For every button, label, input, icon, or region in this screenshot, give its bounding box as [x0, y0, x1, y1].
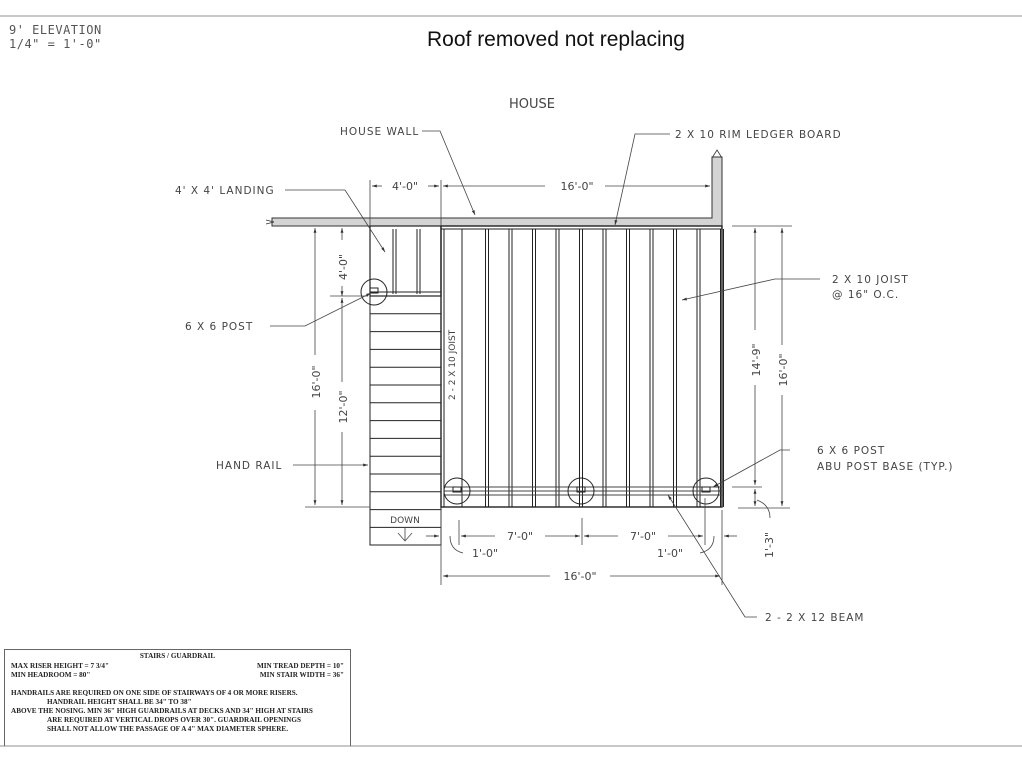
- posts: [360, 278, 720, 505]
- elevation-label: 9' ELEVATION: [9, 23, 102, 37]
- dim-right-total: 16'-0": [777, 353, 790, 386]
- dim-post-spacing-1: 7'-0": [507, 530, 533, 543]
- callout-hand-rail: HAND RAIL: [216, 460, 282, 472]
- dim-left-stair: 12'-0": [337, 390, 350, 423]
- callout-post-base-1: 6 X 6 POST: [817, 445, 885, 457]
- dim-left-total: 16'-0": [310, 365, 323, 398]
- house-wall: [265, 149, 723, 227]
- callout-rim-ledger: 2 X 10 RIM LEDGER BOARD: [675, 129, 842, 141]
- dim-overhang-right: 1'-0": [657, 547, 683, 560]
- stairs: [369, 295, 442, 546]
- callout-post-base-2: ABU POST BASE (TYP.): [817, 461, 954, 473]
- elevation-caption: 9' ELEVATION 1/4" = 1'-0": [9, 23, 102, 51]
- note-line-3: ABOVE THE NOSING. MIN 36" HIGH GUARDRAIL…: [11, 707, 313, 715]
- post-beam-1: [443, 477, 471, 505]
- dim-top-landing: 4'-0": [392, 180, 418, 193]
- double-joist-label: 2 - 2 X 10 JOIST: [448, 329, 458, 400]
- callout-joist-1: 2 X 10 JOIST: [832, 274, 909, 286]
- landing-joists: [370, 229, 441, 297]
- callout-landing: 4' X 4' LANDING: [175, 185, 275, 197]
- leaders: [270, 130, 820, 618]
- right-dimensions: [732, 225, 792, 519]
- post-beam-3: [692, 477, 720, 505]
- bottom-dimensions: [426, 498, 737, 585]
- dim-right-joist-span: 14'-9": [750, 343, 763, 376]
- dim-bottom-total: 16'-0": [563, 570, 596, 583]
- dim-left-landing: 4'-0": [337, 254, 350, 280]
- house-label: HOUSE: [509, 97, 555, 112]
- dim-post-spacing-2: 7'-0": [630, 530, 656, 543]
- note-min-headroom: MIN HEADROOM = 80": [11, 671, 91, 679]
- down-label: DOWN: [390, 516, 420, 526]
- dim-top-deck: 16'-0": [560, 180, 593, 193]
- stairs-guardrail-notes: STAIRS / GUARDRAIL MAX RISER HEIGHT = 7 …: [4, 649, 351, 746]
- post-beam-2: [567, 477, 595, 505]
- dim-overhang-left: 1'-0": [472, 547, 498, 560]
- scale-label: 1/4" = 1'-0": [9, 37, 102, 51]
- joists: [485, 229, 724, 507]
- post-landing: [360, 278, 388, 306]
- note-line-2: HANDRAIL HEIGHT SHALL BE 34" TO 38": [47, 698, 192, 706]
- bottom-divider: [0, 745, 1022, 747]
- deck-frame: [369, 225, 723, 508]
- note-line-1: HANDRAILS ARE REQUIRED ON ONE SIDE OF ST…: [11, 689, 298, 697]
- note-line-4: ARE REQUIRED AT VERTICAL DROPS OVER 30".…: [47, 716, 301, 724]
- dim-right-beam-offset: 1'-3": [763, 532, 776, 558]
- top-divider: [0, 15, 1022, 17]
- down-arrow-icon: [397, 528, 413, 542]
- callout-post-left: 6 X 6 POST: [185, 321, 253, 333]
- note-min-stair-width: MIN STAIR WIDTH = 36": [259, 671, 344, 679]
- callout-house-wall: HOUSE WALL: [340, 126, 419, 138]
- note-line-5: SHALL NOT ALLOW THE PASSAGE OF A 4" MAX …: [47, 725, 289, 733]
- notes-heading: STAIRS / GUARDRAIL: [139, 652, 216, 660]
- drawing-title: Roof removed not replacing: [427, 28, 685, 51]
- note-min-tread: MIN TREAD DEPTH = 10": [256, 662, 344, 670]
- left-dimensions: [305, 228, 370, 508]
- note-max-riser: MAX RISER HEIGHT = 7 3/4": [11, 662, 110, 670]
- top-dimensions: [369, 180, 710, 226]
- callout-beam: 2 - 2 X 12 BEAM: [765, 612, 864, 624]
- callout-joist-2: @ 16" O.C.: [832, 289, 899, 301]
